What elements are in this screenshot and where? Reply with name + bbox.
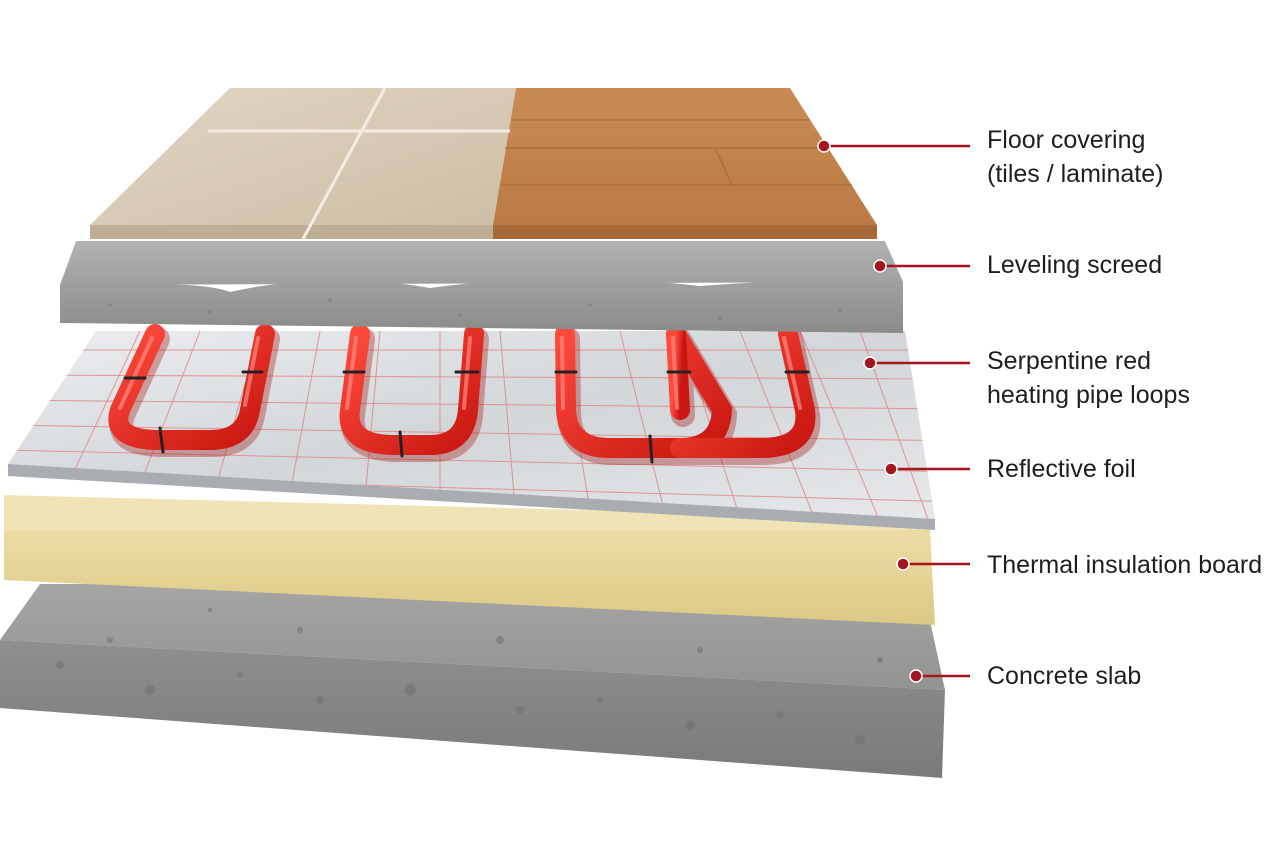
leader-lines bbox=[824, 144, 970, 678]
leveling-screed-layer bbox=[60, 241, 903, 333]
label-floor-covering: Floor covering (tiles / laminate) bbox=[987, 123, 1163, 191]
label-insulation-board: Thermal insulation board bbox=[987, 548, 1262, 582]
label-concrete-slab: Concrete slab bbox=[987, 659, 1141, 693]
leader-dots bbox=[817, 139, 923, 683]
label-reflective-foil-text: Reflective foil bbox=[987, 455, 1136, 483]
label-leveling-screed-text: Leveling screed bbox=[987, 251, 1163, 279]
label-heating-pipes: Serpentine red heating pipe loops bbox=[987, 344, 1190, 412]
label-floor-covering-line2: (tiles / laminate) bbox=[987, 160, 1164, 188]
label-leveling-screed: Leveling screed bbox=[987, 248, 1162, 282]
label-heating-pipes-line1: Serpentine red bbox=[987, 347, 1152, 375]
insulation-board-layer bbox=[4, 495, 935, 625]
label-concrete-slab-text: Concrete slab bbox=[987, 662, 1142, 690]
label-reflective-foil: Reflective foil bbox=[987, 452, 1136, 486]
label-floor-covering-line1: Floor covering bbox=[987, 126, 1146, 154]
label-heating-pipes-line2: heating pipe loops bbox=[987, 381, 1190, 409]
heating-pipe-loops bbox=[108, 324, 821, 465]
floor-covering-layer bbox=[90, 87, 877, 240]
label-insulation-board-text: Thermal insulation board bbox=[987, 551, 1263, 579]
